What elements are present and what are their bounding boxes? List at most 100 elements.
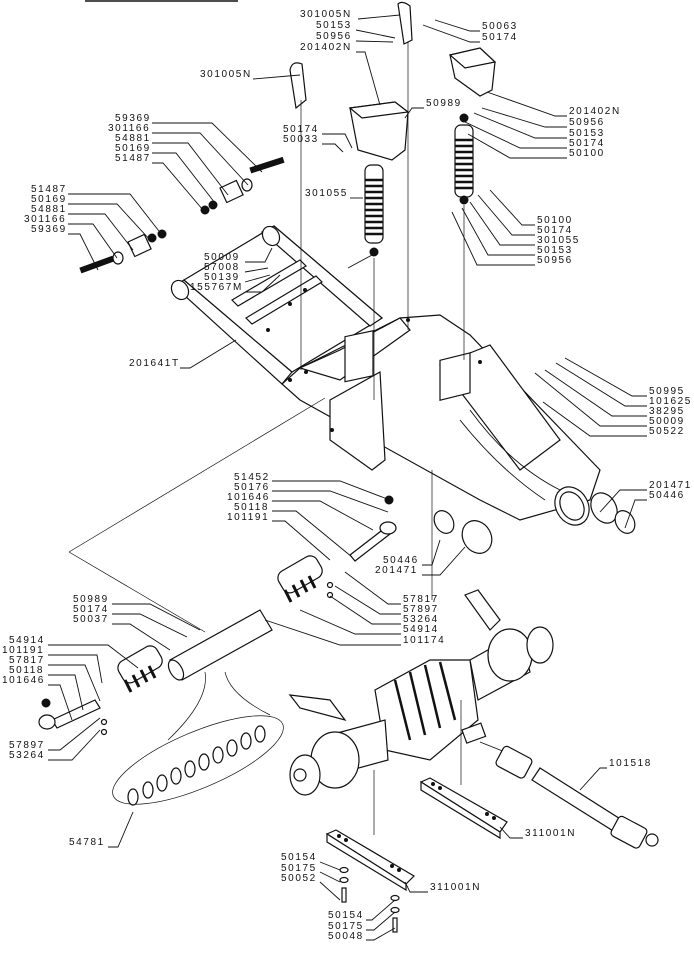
leader-line bbox=[319, 861, 341, 871]
leader-line bbox=[152, 142, 229, 196]
leader-line bbox=[68, 223, 118, 259]
leader-line bbox=[108, 811, 134, 848]
part-label: 101518 bbox=[609, 758, 652, 769]
part-label: 201402N bbox=[569, 106, 621, 117]
leader-line bbox=[499, 826, 523, 839]
part-label: 50118 bbox=[9, 665, 45, 676]
leader-lines bbox=[48, 14, 647, 941]
part-label: 50052 bbox=[281, 873, 317, 884]
part-label: 57817 bbox=[403, 594, 439, 605]
part-label: 54914 bbox=[403, 624, 439, 635]
part-label: 50956 bbox=[537, 255, 573, 266]
steering-cylinder bbox=[117, 555, 323, 693]
leader-line bbox=[272, 480, 391, 501]
leader-line bbox=[272, 490, 389, 513]
leader-line bbox=[68, 233, 99, 271]
leader-line bbox=[272, 500, 374, 531]
leader-line bbox=[534, 372, 647, 427]
part-label: 101174 bbox=[403, 635, 446, 646]
part-label: 54881 bbox=[115, 133, 151, 144]
part-label: 50118 bbox=[234, 502, 270, 513]
leader-line bbox=[48, 717, 101, 751]
leader-line bbox=[579, 767, 607, 791]
seal-ring-kit bbox=[112, 671, 284, 806]
part-label: 101191 bbox=[227, 512, 270, 523]
leader-line bbox=[366, 927, 396, 941]
leader-line bbox=[434, 19, 480, 32]
leader-line bbox=[357, 14, 401, 20]
part-label: 201471 bbox=[375, 565, 418, 576]
part-label: 57897 bbox=[9, 740, 45, 751]
part-label: 50154 bbox=[328, 910, 364, 921]
leader-line bbox=[334, 585, 401, 615]
leader-line bbox=[180, 339, 237, 369]
part-label: 50175 bbox=[328, 921, 364, 932]
part-label: 50174 bbox=[283, 124, 319, 135]
leader-line bbox=[112, 613, 188, 638]
leader-line bbox=[355, 40, 394, 43]
leader-line bbox=[599, 489, 647, 513]
part-label: 50174 bbox=[73, 604, 109, 615]
part-label: 54914 bbox=[9, 635, 45, 646]
leader-line bbox=[152, 152, 216, 204]
part-label: 51487 bbox=[115, 153, 151, 164]
part-label: 50956 bbox=[569, 117, 605, 128]
part-label: 50995 bbox=[649, 386, 685, 397]
part-label: 53264 bbox=[403, 614, 439, 625]
leader-line bbox=[48, 664, 101, 702]
part-label: 50174 bbox=[537, 225, 573, 236]
leader-line bbox=[322, 133, 353, 149]
leader-line bbox=[68, 213, 134, 251]
leader-line bbox=[48, 729, 101, 761]
leader-line bbox=[477, 194, 535, 236]
part-label: 50009 bbox=[649, 416, 685, 427]
leader-line bbox=[564, 357, 647, 397]
part-label: 311001N bbox=[525, 828, 577, 839]
leader-line bbox=[48, 674, 84, 711]
part-label: 50009 bbox=[204, 252, 240, 263]
leader-line bbox=[48, 644, 139, 669]
leader-line bbox=[404, 107, 424, 119]
part-label: 50153 bbox=[537, 245, 573, 256]
part-label: 301166 bbox=[108, 123, 151, 134]
part-label: 50174 bbox=[569, 138, 605, 149]
part-label: 50176 bbox=[234, 482, 270, 493]
part-label: 57008 bbox=[204, 262, 240, 273]
part-label: 201402N bbox=[300, 42, 352, 53]
leader-line bbox=[329, 595, 401, 625]
leader-line bbox=[544, 369, 647, 417]
part-label: 50100 bbox=[537, 215, 573, 226]
axle-mount-plates bbox=[325, 777, 508, 933]
part-label: 50153 bbox=[316, 20, 352, 31]
part-label: 50174 bbox=[482, 32, 518, 43]
leader-line bbox=[555, 362, 647, 407]
leader-line bbox=[422, 539, 441, 566]
shock-absorber-right bbox=[454, 113, 474, 205]
leader-line bbox=[624, 499, 647, 529]
part-label: 301005N bbox=[200, 69, 252, 80]
leader-line bbox=[152, 132, 249, 186]
leader-line bbox=[68, 193, 163, 236]
leader-line bbox=[319, 871, 341, 883]
leader-line bbox=[322, 143, 344, 153]
leader-line bbox=[112, 623, 171, 651]
leader-line bbox=[486, 91, 567, 117]
part-label: 50033 bbox=[283, 134, 319, 145]
leader-line bbox=[244, 274, 271, 283]
part-label: 101646 bbox=[227, 492, 270, 503]
part-label: 50037 bbox=[73, 614, 109, 625]
part-label: 50956 bbox=[316, 31, 352, 42]
leader-line bbox=[451, 211, 535, 266]
part-label: 50175 bbox=[281, 863, 317, 874]
part-label: 50169 bbox=[115, 143, 151, 154]
leader-line bbox=[356, 51, 381, 106]
part-label: 101191 bbox=[2, 645, 45, 656]
leader-line bbox=[272, 520, 331, 561]
part-label: 101625 bbox=[649, 396, 692, 407]
front-axle bbox=[288, 589, 554, 796]
part-label: 50153 bbox=[569, 128, 605, 139]
leader-line bbox=[355, 29, 396, 39]
leader-line bbox=[366, 899, 396, 921]
